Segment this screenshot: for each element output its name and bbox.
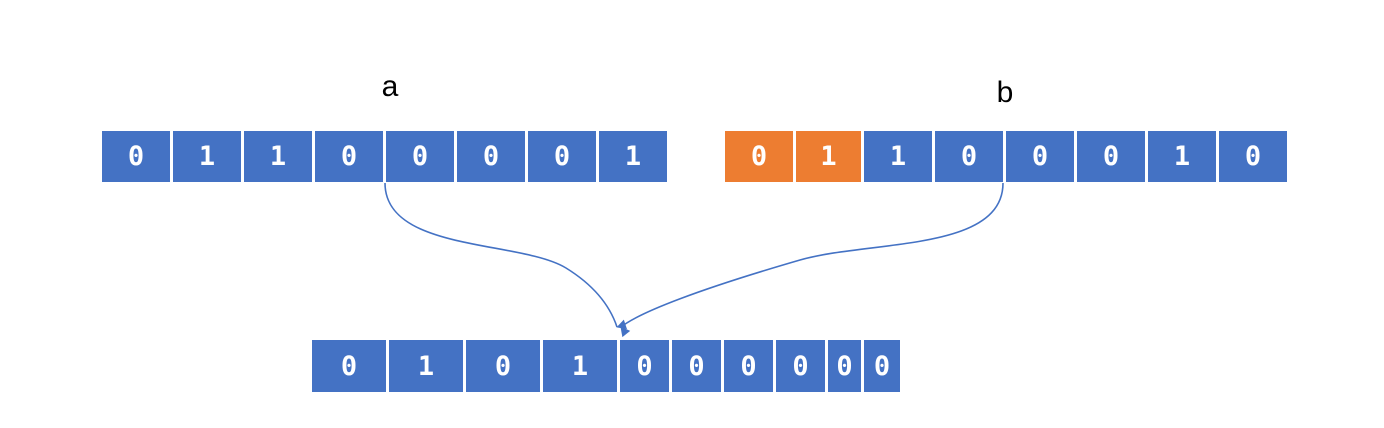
array-result-cell-6: 0	[724, 340, 776, 392]
array-b-cell-4: 0	[1006, 131, 1077, 182]
array-a-cell-7: 1	[599, 131, 667, 182]
array-result-cell-3: 1	[543, 340, 620, 392]
connector-b-to-result	[620, 182, 1004, 338]
array-a-cell-1: 1	[173, 131, 244, 182]
array-result-cell-7: 0	[776, 340, 828, 392]
array-b-label: b	[996, 76, 1014, 109]
array-b-cell-5: 0	[1077, 131, 1148, 182]
array-result-cell-2: 0	[466, 340, 543, 392]
array-result-cell-0: 0	[312, 340, 389, 392]
array-result-cell-5: 0	[672, 340, 724, 392]
array-a-cell-2: 1	[244, 131, 315, 182]
array-a-label: a	[381, 70, 399, 103]
connector-a-to-result	[384, 182, 627, 330]
array-result-cell-1: 1	[389, 340, 466, 392]
array-b-cell-0: 0	[725, 131, 796, 182]
array-result-cell-9: 0	[864, 340, 900, 392]
array-b-cell-1: 1	[796, 131, 864, 182]
array-result-cell-8: 0	[828, 340, 864, 392]
array-a-cell-3: 0	[315, 131, 386, 182]
array-result-cell-4: 0	[620, 340, 672, 392]
array-b-cell-6: 1	[1148, 131, 1219, 182]
array-a-cell-4: 0	[386, 131, 457, 182]
array-a-cell-0: 0	[102, 131, 173, 182]
array-b-cell-3: 0	[935, 131, 1006, 182]
array-a-cell-5: 0	[457, 131, 528, 182]
array-a-cell-6: 0	[528, 131, 599, 182]
array-b-cell-2: 1	[864, 131, 935, 182]
array-b-cell-7: 0	[1219, 131, 1287, 182]
